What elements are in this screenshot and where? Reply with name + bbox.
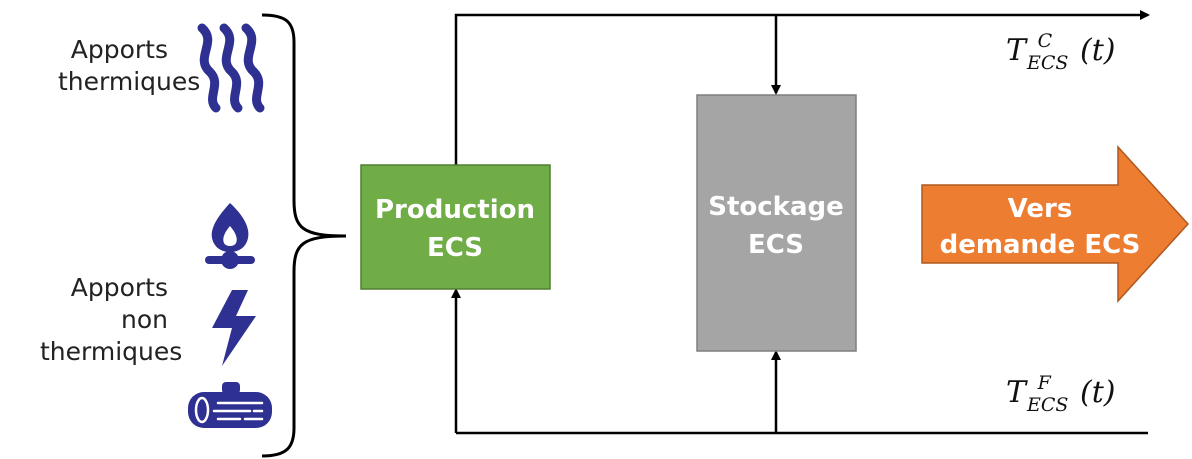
non-thermal-inputs-label: Apports non thermiques [40,272,183,368]
curly-brace [261,13,347,458]
non-thermal-inputs-label-line3: thermiques [40,337,183,366]
hot-temperature-label: T C ECS (t) [1006,20,1115,77]
storage-label-line1: Stockage [708,192,844,222]
demand-arrow: Vers demande ECS [921,145,1190,303]
demand-label-line2: demande ECS [940,230,1141,260]
non-thermal-inputs-label-line1: Apports [70,273,168,302]
storage-block: Stockage ECS [696,94,857,352]
thermal-inputs-label-line1: Apports [70,35,168,64]
hot-temp-base: T [1006,33,1028,68]
hot-temp-sub: ECS [1026,52,1068,74]
non-thermal-inputs-label-line2: non [121,305,168,334]
cold-temp-arg: (t) [1080,375,1115,410]
production-block: Production ECS [360,164,551,290]
gas-flame-icon [205,203,255,269]
production-label-line1: Production [375,195,535,225]
production-label-line2: ECS [427,233,483,263]
hot-temp-sup: C [1038,30,1053,52]
cold-temp-base: T [1006,375,1028,410]
hot-temp-arg: (t) [1080,33,1115,68]
storage-label-line2: ECS [748,230,804,260]
cold-temp-sup: F [1037,372,1052,394]
hot-water-line [454,10,1150,165]
cold-temperature-label: T F ECS (t) [1006,362,1115,419]
cold-temp-sub: ECS [1026,394,1068,416]
wood-log-icon [188,382,272,428]
lightning-bolt-icon [212,290,256,366]
demand-label-line1: Vers [1008,194,1073,224]
heat-waves-icon [197,23,265,113]
